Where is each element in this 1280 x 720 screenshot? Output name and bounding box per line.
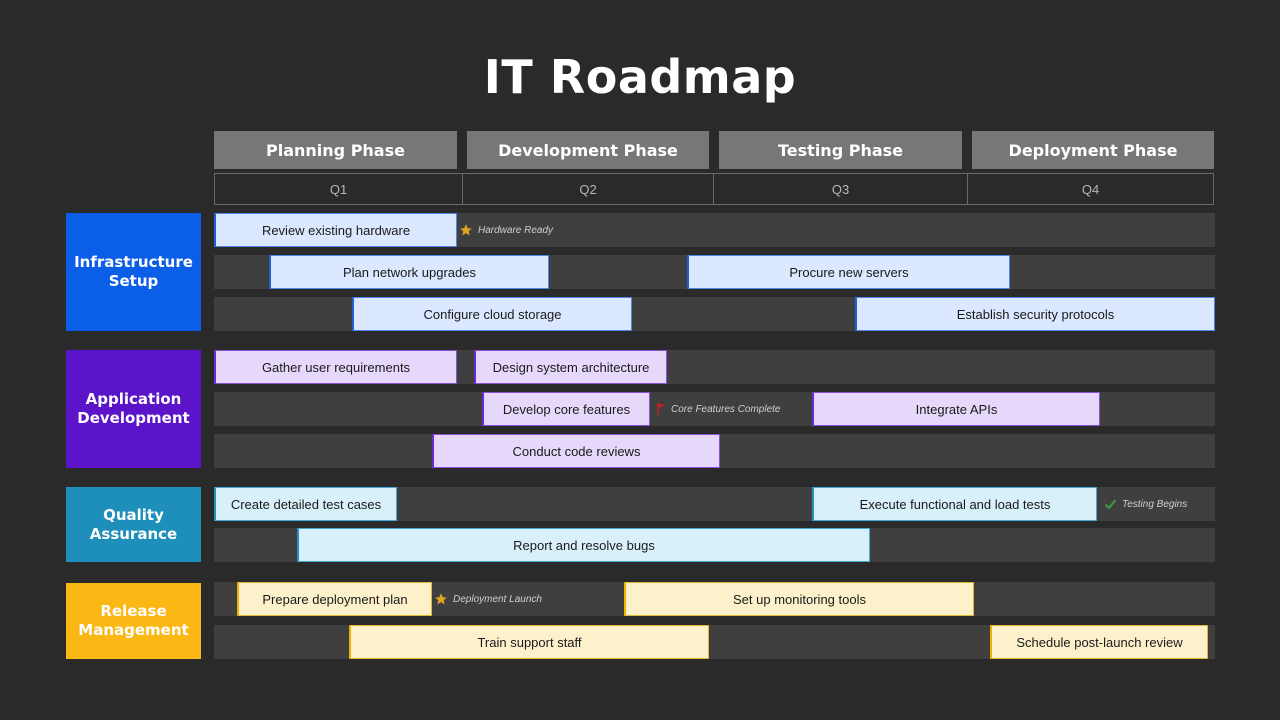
quarter-header-row: Q1 Q2 Q3 Q4 <box>214 173 1214 205</box>
task-bar[interactable]: Procure new servers <box>687 255 1010 289</box>
task-bar[interactable]: Conduct code reviews <box>432 434 720 468</box>
task-bar[interactable]: Plan network upgrades <box>269 255 549 289</box>
timeline-row: Configure cloud storage Establish securit… <box>214 297 1215 331</box>
task-bar[interactable]: Schedule post-launch review <box>990 625 1208 659</box>
milestone-label: Core Features Complete <box>671 403 781 415</box>
flag-icon <box>656 402 666 416</box>
phase-header-testing: Testing Phase <box>719 131 962 169</box>
timeline-row: Train support staff Schedule post-launch … <box>214 625 1215 659</box>
task-bar[interactable]: Set up monitoring tools <box>624 582 974 616</box>
check-icon <box>1104 498 1117 510</box>
timeline-row: Plan network upgrades Procure new servers <box>214 255 1215 289</box>
category-release-management: Release Management <box>66 583 201 659</box>
phase-header-development: Development Phase <box>467 131 709 169</box>
milestone-label: Deployment Launch <box>453 593 542 605</box>
quarter-label: Q3 <box>714 174 968 204</box>
task-bar[interactable]: Review existing hardware <box>214 213 457 247</box>
task-bar[interactable]: Gather user requirements <box>214 350 457 384</box>
category-application-development: Application Development <box>66 350 201 468</box>
quarter-label: Q2 <box>463 174 714 204</box>
page-title: IT Roadmap <box>483 50 797 104</box>
task-bar[interactable]: Configure cloud storage <box>352 297 632 331</box>
milestone-label: Testing Begins <box>1122 498 1188 510</box>
star-icon <box>459 223 473 237</box>
task-bar[interactable]: Prepare deployment plan <box>237 582 432 616</box>
task-bar[interactable]: Design system architecture <box>474 350 667 384</box>
phase-header-deployment: Deployment Phase <box>972 131 1214 169</box>
milestone-marker: Testing Begins <box>1104 487 1187 521</box>
milestone-marker: Deployment Launch <box>434 582 542 616</box>
timeline-row: Develop core features Integrate APIs Core … <box>214 392 1215 426</box>
task-bar[interactable]: Execute functional and load tests <box>812 487 1097 521</box>
quarter-label: Q1 <box>215 174 463 204</box>
timeline-row: Conduct code reviews <box>214 434 1215 468</box>
timeline-row: Create detailed test cases Execute functi… <box>214 487 1215 521</box>
timeline-row: Review existing hardware Hardware Ready <box>214 213 1215 247</box>
task-bar[interactable]: Report and resolve bugs <box>297 528 870 562</box>
category-quality-assurance: Quality Assurance <box>66 487 201 562</box>
phase-header-planning: Planning Phase <box>214 131 457 169</box>
timeline-row: Report and resolve bugs <box>214 528 1215 562</box>
star-icon <box>434 592 448 606</box>
milestone-marker: Hardware Ready <box>459 213 553 247</box>
milestone-label: Hardware Ready <box>478 224 554 236</box>
milestone-marker: Core Features Complete <box>656 392 781 426</box>
quarter-label: Q4 <box>1081 181 1100 197</box>
task-bar[interactable]: Train support staff <box>349 625 709 659</box>
category-infrastructure-setup: Infrastructure Setup <box>66 213 201 331</box>
timeline-row: Gather user requirements Design system ar… <box>214 350 1215 384</box>
task-bar[interactable]: Create detailed test cases <box>214 487 397 521</box>
task-bar[interactable]: Develop core features <box>482 392 650 426</box>
task-bar[interactable]: Integrate APIs <box>812 392 1100 426</box>
timeline-row: Prepare deployment plan Set up monitoring… <box>214 582 1215 616</box>
task-bar[interactable]: Establish security protocols <box>855 297 1215 331</box>
